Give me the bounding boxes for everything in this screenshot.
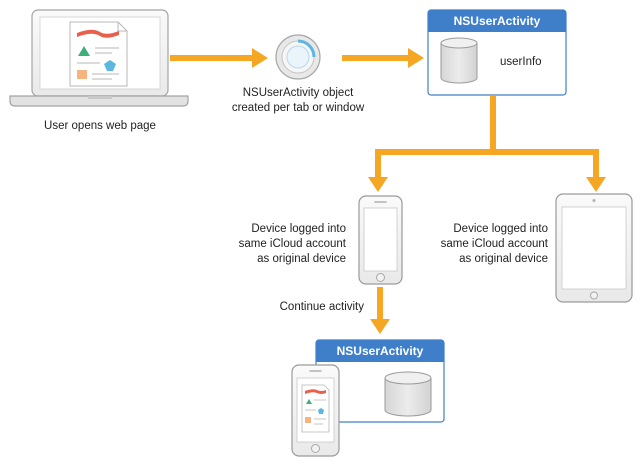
arrow-object-to-activity [342, 48, 424, 68]
activity-box-bottom-title: NSUserActivity [336, 344, 424, 358]
iphone-icon [358, 195, 403, 285]
activity-box-top [427, 9, 567, 96]
web-page-document-icon [69, 21, 128, 87]
laptop-icon [9, 9, 189, 107]
ipad-device-label: Device logged into same iCloud account a… [440, 223, 548, 265]
laptop-label: User opens web page [44, 120, 156, 132]
database-icon [384, 371, 432, 417]
arrow-laptop-to-object [170, 48, 268, 68]
userinfo-label: userInfo [500, 56, 542, 68]
arrow-activity-split [368, 96, 606, 192]
iphone-with-page-icon [291, 364, 340, 457]
activity-box-top-title: NSUserActivity [453, 14, 541, 28]
activity-disc-icon [275, 34, 321, 80]
continue-activity-label: Continue activity [279, 301, 364, 313]
activity-box-bottom [315, 339, 445, 423]
activity-object-label: NSUserActivity object created per tab or… [231, 87, 365, 114]
web-page-document-icon [301, 384, 330, 433]
database-icon [440, 37, 478, 84]
arrow-continue [370, 287, 390, 334]
ipad-icon [555, 193, 633, 303]
iphone-device-label: Device logged into same iCloud account a… [238, 223, 346, 265]
